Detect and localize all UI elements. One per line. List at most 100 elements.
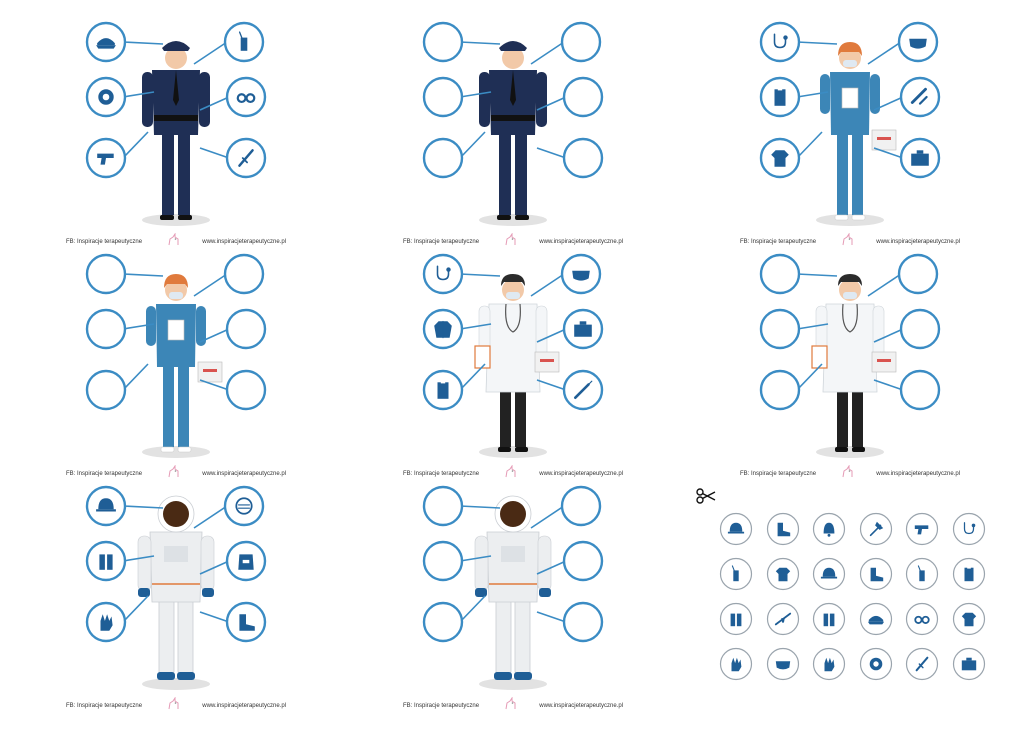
unicorn-logo-icon bbox=[505, 697, 516, 710]
empty-ring[interactable] bbox=[225, 369, 267, 411]
connector-line bbox=[530, 273, 565, 297]
connector-line bbox=[193, 41, 228, 65]
first-aid-kit-icon bbox=[911, 150, 929, 166]
cutout-token-boot-icon[interactable] bbox=[766, 512, 800, 546]
cutout-token-axe-icon[interactable] bbox=[859, 512, 893, 546]
empty-ring[interactable] bbox=[422, 485, 464, 527]
cutout-token-walkie-talkie-icon[interactable] bbox=[719, 557, 753, 591]
connector-line bbox=[459, 555, 492, 562]
empty-ring[interactable] bbox=[562, 137, 604, 179]
cutout-token-oxygen-tank-icon[interactable] bbox=[812, 602, 846, 636]
clipboard-icon bbox=[437, 381, 449, 399]
empty-ring[interactable] bbox=[562, 540, 604, 582]
connector-line bbox=[459, 323, 492, 330]
facebook-credit: FB: Inspiracje terapeutyczne bbox=[403, 471, 480, 477]
cutout-token-glove-icon[interactable] bbox=[812, 647, 846, 681]
cutout-token-boots-icon[interactable] bbox=[859, 557, 893, 591]
astronaut-illustration bbox=[422, 485, 604, 690]
connector-line bbox=[199, 560, 230, 575]
syringe-icon bbox=[573, 380, 593, 400]
empty-ring[interactable] bbox=[759, 253, 801, 295]
empty-ring[interactable] bbox=[560, 485, 602, 527]
connector-line bbox=[199, 96, 230, 111]
connector-line bbox=[459, 41, 501, 45]
connector-line bbox=[873, 147, 904, 159]
unicorn-logo-icon bbox=[842, 465, 853, 478]
connector-line bbox=[536, 560, 567, 575]
baton-icon bbox=[238, 149, 254, 167]
cutout-token-handcuffs-icon[interactable] bbox=[905, 602, 939, 636]
empty-ring[interactable] bbox=[560, 21, 602, 63]
connector-line bbox=[122, 273, 164, 277]
connector-line bbox=[796, 91, 829, 98]
empty-ring[interactable] bbox=[897, 253, 939, 295]
cutout-token-scrub-shirt-icon[interactable] bbox=[952, 602, 986, 636]
cutout-token-vest-icon[interactable] bbox=[766, 557, 800, 591]
empty-ring[interactable] bbox=[422, 601, 464, 643]
oxygen-tanks-icon bbox=[99, 554, 113, 570]
empty-ring[interactable] bbox=[85, 369, 127, 411]
space-boot-icon bbox=[239, 614, 255, 631]
scrub-shirt-icon bbox=[771, 150, 789, 167]
cutout-token-baton-icon[interactable] bbox=[905, 647, 939, 681]
facebook-credit: FB: Inspiracje terapeutyczne bbox=[403, 239, 480, 245]
helmet-icon bbox=[96, 498, 116, 512]
cutout-token-spray-icon[interactable] bbox=[719, 602, 753, 636]
police-officer-illustration bbox=[422, 21, 604, 226]
empty-ring[interactable] bbox=[225, 308, 267, 350]
cutout-token-first-aid-kit-icon[interactable] bbox=[952, 647, 986, 681]
facebook-credit: FB: Inspiracje terapeutyczne bbox=[66, 703, 143, 709]
facebook-credit: FB: Inspiracje terapeutyczne bbox=[740, 471, 817, 477]
connector-line bbox=[530, 41, 565, 65]
empty-ring[interactable] bbox=[422, 540, 464, 582]
connector-line bbox=[122, 505, 164, 509]
cutout-token-badge-icon[interactable] bbox=[859, 647, 893, 681]
connector-line bbox=[536, 96, 567, 111]
empty-ring[interactable] bbox=[85, 308, 127, 350]
nurse-illustration bbox=[759, 21, 941, 226]
empty-ring[interactable] bbox=[899, 369, 941, 411]
cutout-token-pistol-icon[interactable] bbox=[905, 512, 939, 546]
empty-ring[interactable] bbox=[562, 601, 604, 643]
connector-line bbox=[796, 131, 823, 159]
empty-ring[interactable] bbox=[223, 253, 265, 295]
cutout-token-stethoscope-icon[interactable] bbox=[952, 512, 986, 546]
empty-ring[interactable] bbox=[422, 21, 464, 63]
backpack-icon bbox=[238, 554, 254, 570]
connector-line bbox=[796, 273, 838, 277]
face-mask-icon bbox=[572, 270, 590, 281]
cutout-token-rifle-icon[interactable] bbox=[766, 602, 800, 636]
cutout-token-police-cap-icon[interactable] bbox=[859, 602, 893, 636]
empty-ring[interactable] bbox=[85, 253, 127, 295]
cutout-token-clipboard-icon[interactable] bbox=[952, 557, 986, 591]
unicorn-logo-icon bbox=[168, 697, 179, 710]
connector-line bbox=[193, 505, 228, 529]
website-credit: www.inspiracjeterapeutyczne.pl bbox=[876, 239, 960, 245]
empty-ring[interactable] bbox=[422, 137, 464, 179]
empty-ring[interactable] bbox=[759, 369, 801, 411]
doctor-illustration bbox=[422, 253, 604, 458]
cutout-token-hard-hat-icon[interactable] bbox=[812, 557, 846, 591]
connector-line bbox=[459, 91, 492, 98]
astronaut-illustration bbox=[85, 485, 267, 690]
cutout-token-bell-icon[interactable] bbox=[812, 512, 846, 546]
cutout-token-glove-icon[interactable] bbox=[719, 647, 753, 681]
cutout-token-radio-icon[interactable] bbox=[905, 557, 939, 591]
empty-ring[interactable] bbox=[759, 308, 801, 350]
empty-ring[interactable] bbox=[562, 76, 604, 118]
empty-ring[interactable] bbox=[422, 76, 464, 118]
cutout-token-gas-mask-icon[interactable] bbox=[766, 647, 800, 681]
connector-line bbox=[122, 323, 155, 330]
connector-line bbox=[199, 611, 230, 623]
empty-ring[interactable] bbox=[899, 308, 941, 350]
cutout-token-helmet-icon[interactable] bbox=[719, 512, 753, 546]
unicorn-logo-icon bbox=[168, 233, 179, 246]
connector-line bbox=[193, 273, 228, 297]
clipboard-icon bbox=[774, 88, 786, 106]
